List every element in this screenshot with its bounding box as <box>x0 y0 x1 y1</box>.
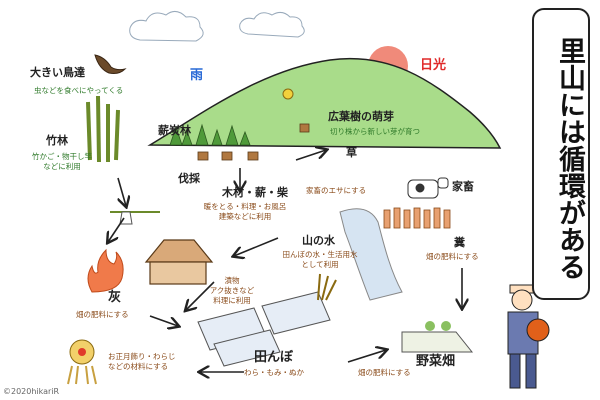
speech-text: 里山には循環がある <box>554 36 585 280</box>
farmer-icon <box>507 284 550 389</box>
mountain-icon <box>147 57 502 149</box>
new-year-desc: お正月飾り・わらじ などの材料にする <box>108 352 176 372</box>
pickles-desc-line: 料理に利用 <box>213 296 251 306</box>
bamboo-desc-line: などに利用 <box>43 162 81 172</box>
products-desc: 暖をとる・料理・お風呂 建築などに利用 <box>190 202 300 222</box>
new-year-desc-line: お正月飾り・わらじ <box>108 352 176 361</box>
rice-paddy-icon <box>197 291 331 367</box>
cloud-icon <box>239 11 305 38</box>
cloud-icon <box>129 11 204 42</box>
vegetable-field-title: 野菜畑 <box>416 354 456 369</box>
rice-field-title: 田んぼ <box>254 350 294 365</box>
products-desc-line: 暖をとる・料理・お風呂 <box>203 202 287 211</box>
forest-trees-icon <box>169 123 251 146</box>
speech-bubble: 里山には循環がある <box>532 8 590 300</box>
laundry-pole-icon <box>110 211 160 225</box>
flow-arrow <box>108 217 125 242</box>
mountain-water-desc: 田んぼの水・生活用水 として利用 <box>264 250 376 270</box>
products-desc-line: 建築などに利用 <box>218 212 272 222</box>
rain-label: 雨 <box>190 68 204 83</box>
farmhouse-icon <box>144 239 214 285</box>
flow-arrow <box>347 350 386 363</box>
new-year-decoration-icon <box>67 339 97 385</box>
mountain-water-desc-line: 田んぼの水・生活用水 <box>282 250 358 259</box>
rice-field-desc: わら・もみ・ぬか <box>244 368 304 377</box>
sunlight-label: 日光 <box>420 58 447 73</box>
sprout-desc: 切り株から新しい芽が育つ <box>330 127 420 136</box>
firewood-forest-title: 薪炭林 <box>158 124 191 137</box>
cow-icon <box>407 177 449 199</box>
ash-title: 灰 <box>108 290 122 305</box>
rice-plant-icon <box>317 273 337 301</box>
logging-title: 伐採 <box>178 172 200 185</box>
flow-arrow <box>234 237 279 256</box>
mountain-water-title: 山の水 <box>302 234 335 247</box>
bamboo-desc: 竹かご・物干し竿 などに利用 <box>10 152 114 172</box>
pickles-desc-line: 漬物 <box>224 276 240 285</box>
fire-icon <box>87 248 124 293</box>
bamboo-title: 竹林 <box>46 134 68 147</box>
flow-arrow <box>118 177 126 206</box>
grass-desc: 家畜のエサにする <box>306 186 367 195</box>
vegetable-field-icon <box>401 321 474 353</box>
ash-desc: 畑の肥料にする <box>76 310 129 319</box>
pickles-desc: 漬物 アク抜きなど 料理に利用 <box>196 276 268 306</box>
manure-title: 糞 <box>454 236 465 249</box>
bird-desc: 虫などを食べにやってくる <box>34 86 124 95</box>
tree-stump-icon <box>197 123 310 161</box>
pickles-desc-line: アク抜きなど <box>209 286 255 296</box>
new-year-desc-line: などの材料にする <box>108 362 169 372</box>
small-bird-icon <box>282 88 294 100</box>
grass-title: 草 <box>346 146 357 159</box>
flow-arrow <box>295 150 326 161</box>
flow-arrow <box>186 281 215 310</box>
sprout-title: 広葉樹の萌芽 <box>328 110 394 123</box>
bamboo-desc-line: 竹かご・物干し竿 <box>32 152 92 161</box>
eagle-icon <box>94 54 127 74</box>
bird-title: 大きい鳥達 <box>30 66 85 79</box>
credit-text: ©2020hikariR <box>3 387 60 396</box>
products-title: 木材・薪・柴 <box>222 186 288 199</box>
manure-desc: 畑の肥料にする <box>426 252 479 261</box>
livestock-title: 家畜 <box>452 180 474 193</box>
fertilizer-note: 畑の肥料にする <box>358 368 411 377</box>
river-icon <box>339 208 403 301</box>
fence-icon <box>383 207 451 229</box>
mountain-water-desc-line: として利用 <box>301 260 339 270</box>
bamboo-icon <box>86 95 120 163</box>
flow-arrow <box>149 315 178 326</box>
